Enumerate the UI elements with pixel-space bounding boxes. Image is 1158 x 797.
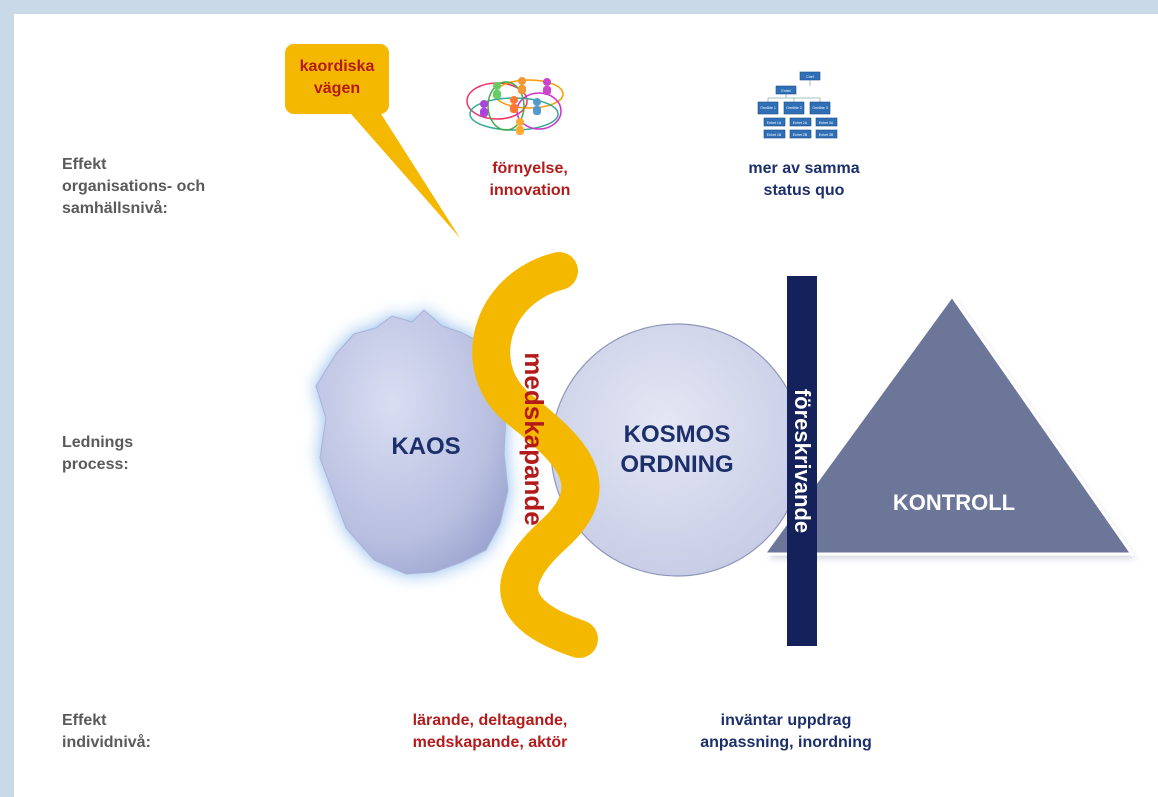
kosmos-ordning-label: KOSMOS ORDNING [620,421,734,478]
invantar-uppdrag-text: inväntar uppdrag anpassning, inordning [700,712,872,751]
kaos-shape [315,309,509,575]
org-chart-level3-item: Enhet 2A [793,121,808,125]
row-label-individ: Effekt individnivå: [62,712,151,751]
org-chart-icon [767,80,821,102]
fornyelse-innovation-text: förnyelse, innovation [489,160,571,199]
org-chart-level2-item: Område 2 [786,106,802,110]
org-chart-level2-item: Område 3 [812,106,828,110]
row-label-ledning: Lednings process: [62,434,134,473]
org-chart-level1: Enhet [781,89,790,93]
kaordiska-vagen-label: kaordiska vägen [299,58,375,97]
org-chart-level3-item: Enhet 3A [819,121,834,125]
medskapande-label: medskapande [519,352,549,526]
kaos-label: KAOS [391,433,461,460]
speech-bubble [285,44,460,238]
kontroll-label: KONTROLL [892,490,1016,515]
org-chart-root: Chef [806,75,813,79]
org-chart-level3-item: Enhet 2B [793,133,808,137]
network-people-icon [466,77,564,135]
medskapande-wave [472,252,600,658]
diagram-canvas: Chef Enhet Område 1 Område 2 Område 3 En… [285,44,1136,658]
org-chart-level3-item: Enhet 3B [819,133,834,137]
mer-av-samma-text: mer av samma status quo [748,160,860,199]
foreskrivande-bar [787,276,817,646]
larande-deltagande-text: lärande, deltagande, medskapande, aktör [412,712,568,751]
org-chart-level2-item: Område 1 [760,106,776,110]
org-chart-level3-item: Enhet 1A [767,121,782,125]
foreskrivande-label: föreskrivande [790,388,815,534]
diagram-frame: Chef Enhet Område 1 Område 2 Område 3 En… [14,14,1158,797]
row-label-organisation: Effekt organisations- och samhällsnivå: [62,156,206,217]
org-chart-level3-item: Enhet 1B [767,133,782,137]
kontroll-triangle [761,293,1135,556]
org-chart-boxes [757,71,838,139]
